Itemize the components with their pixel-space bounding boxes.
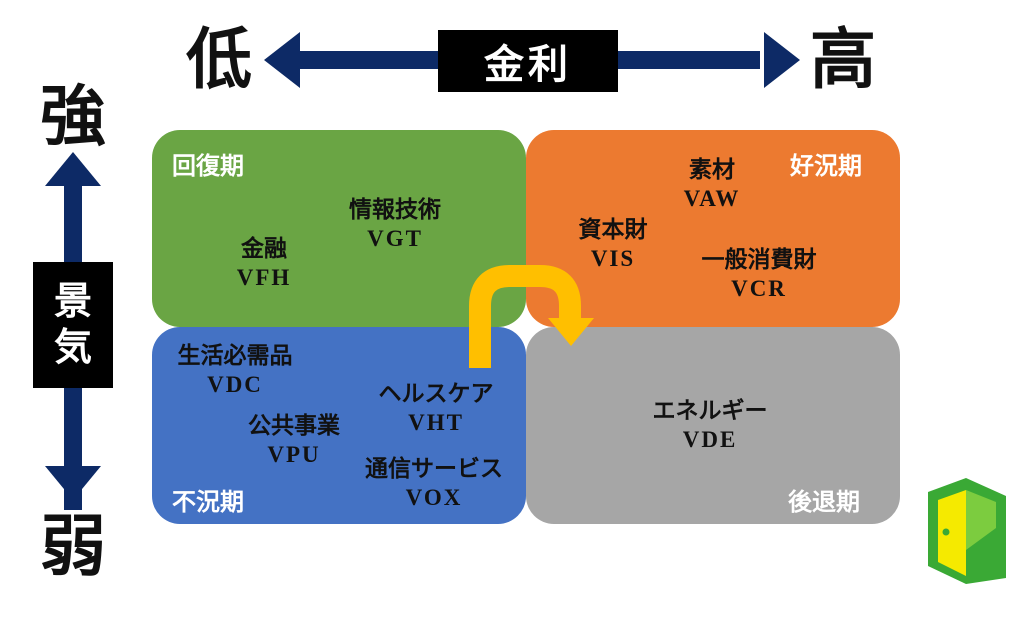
sector-health-care: ヘルスケア VHT xyxy=(364,381,508,436)
recovery-quadrant xyxy=(152,130,526,327)
sector-name: 素材 xyxy=(689,157,735,183)
sector-ticker: VDE xyxy=(682,426,738,452)
sector-ticker: VCR xyxy=(731,275,787,301)
sector-energy: エネルギー VDE xyxy=(630,398,790,453)
sector-ticker: VGT xyxy=(367,225,423,251)
economy-strong-label: 強 xyxy=(40,78,106,155)
sector-ticker: VFH xyxy=(236,264,292,290)
slump-phase-label: 不況期 xyxy=(172,488,244,516)
sector-ticker: VAW xyxy=(683,185,741,211)
sector-utilities: 公共事業 VPU xyxy=(232,413,356,468)
sector-materials: 素材 VAW xyxy=(662,157,762,212)
sector-ticker: VIS xyxy=(590,245,636,271)
rate-low-label: 低 xyxy=(186,21,252,98)
decline-quadrant xyxy=(526,327,900,524)
economy-weak-label: 弱 xyxy=(40,508,106,585)
recovery-phase-label: 回復期 xyxy=(172,152,244,180)
sector-name: 生活必需品 xyxy=(177,343,293,369)
sector-consumer-staples: 生活必需品 VDC xyxy=(160,343,310,398)
sector-financials: 金融 VFH xyxy=(214,236,314,291)
sector-ticker: VDC xyxy=(207,371,263,397)
sector-ticker: VPU xyxy=(267,441,321,467)
economy-label-line2: 気 xyxy=(53,325,92,369)
slump-quadrant xyxy=(152,327,526,524)
sector-name: 一般消費財 xyxy=(701,247,817,273)
sector-name: 公共事業 xyxy=(248,413,340,439)
sector-name: 通信サービス xyxy=(365,456,503,482)
sector-name: 情報技術 xyxy=(349,197,441,223)
sector-communication-services: 通信サービス VOX xyxy=(352,456,516,511)
sector-name: 金融 xyxy=(241,236,287,262)
sector-consumer-discretionary: 一般消費財 VCR xyxy=(684,247,834,302)
economy-label: 景 気 xyxy=(33,262,113,388)
boom-phase-label: 好況期 xyxy=(790,152,862,180)
sector-name: エネルギー xyxy=(652,398,768,424)
sector-name: ヘルスケア xyxy=(378,381,494,407)
rate-high-label: 高 xyxy=(810,21,876,98)
door-logo-icon xyxy=(928,478,1006,584)
decline-phase-label: 後退期 xyxy=(788,488,860,516)
sector-name: 資本財 xyxy=(578,217,648,243)
interest-rate-label: 金利 xyxy=(438,30,618,92)
boom-quadrant xyxy=(526,130,900,327)
sector-ticker: VHT xyxy=(408,409,464,435)
sector-ticker: VOX xyxy=(405,484,463,510)
sector-information-technology: 情報技術 VGT xyxy=(330,197,460,252)
sector-industrials: 資本財 VIS xyxy=(558,217,668,272)
economy-label-line1: 景 xyxy=(53,279,92,324)
